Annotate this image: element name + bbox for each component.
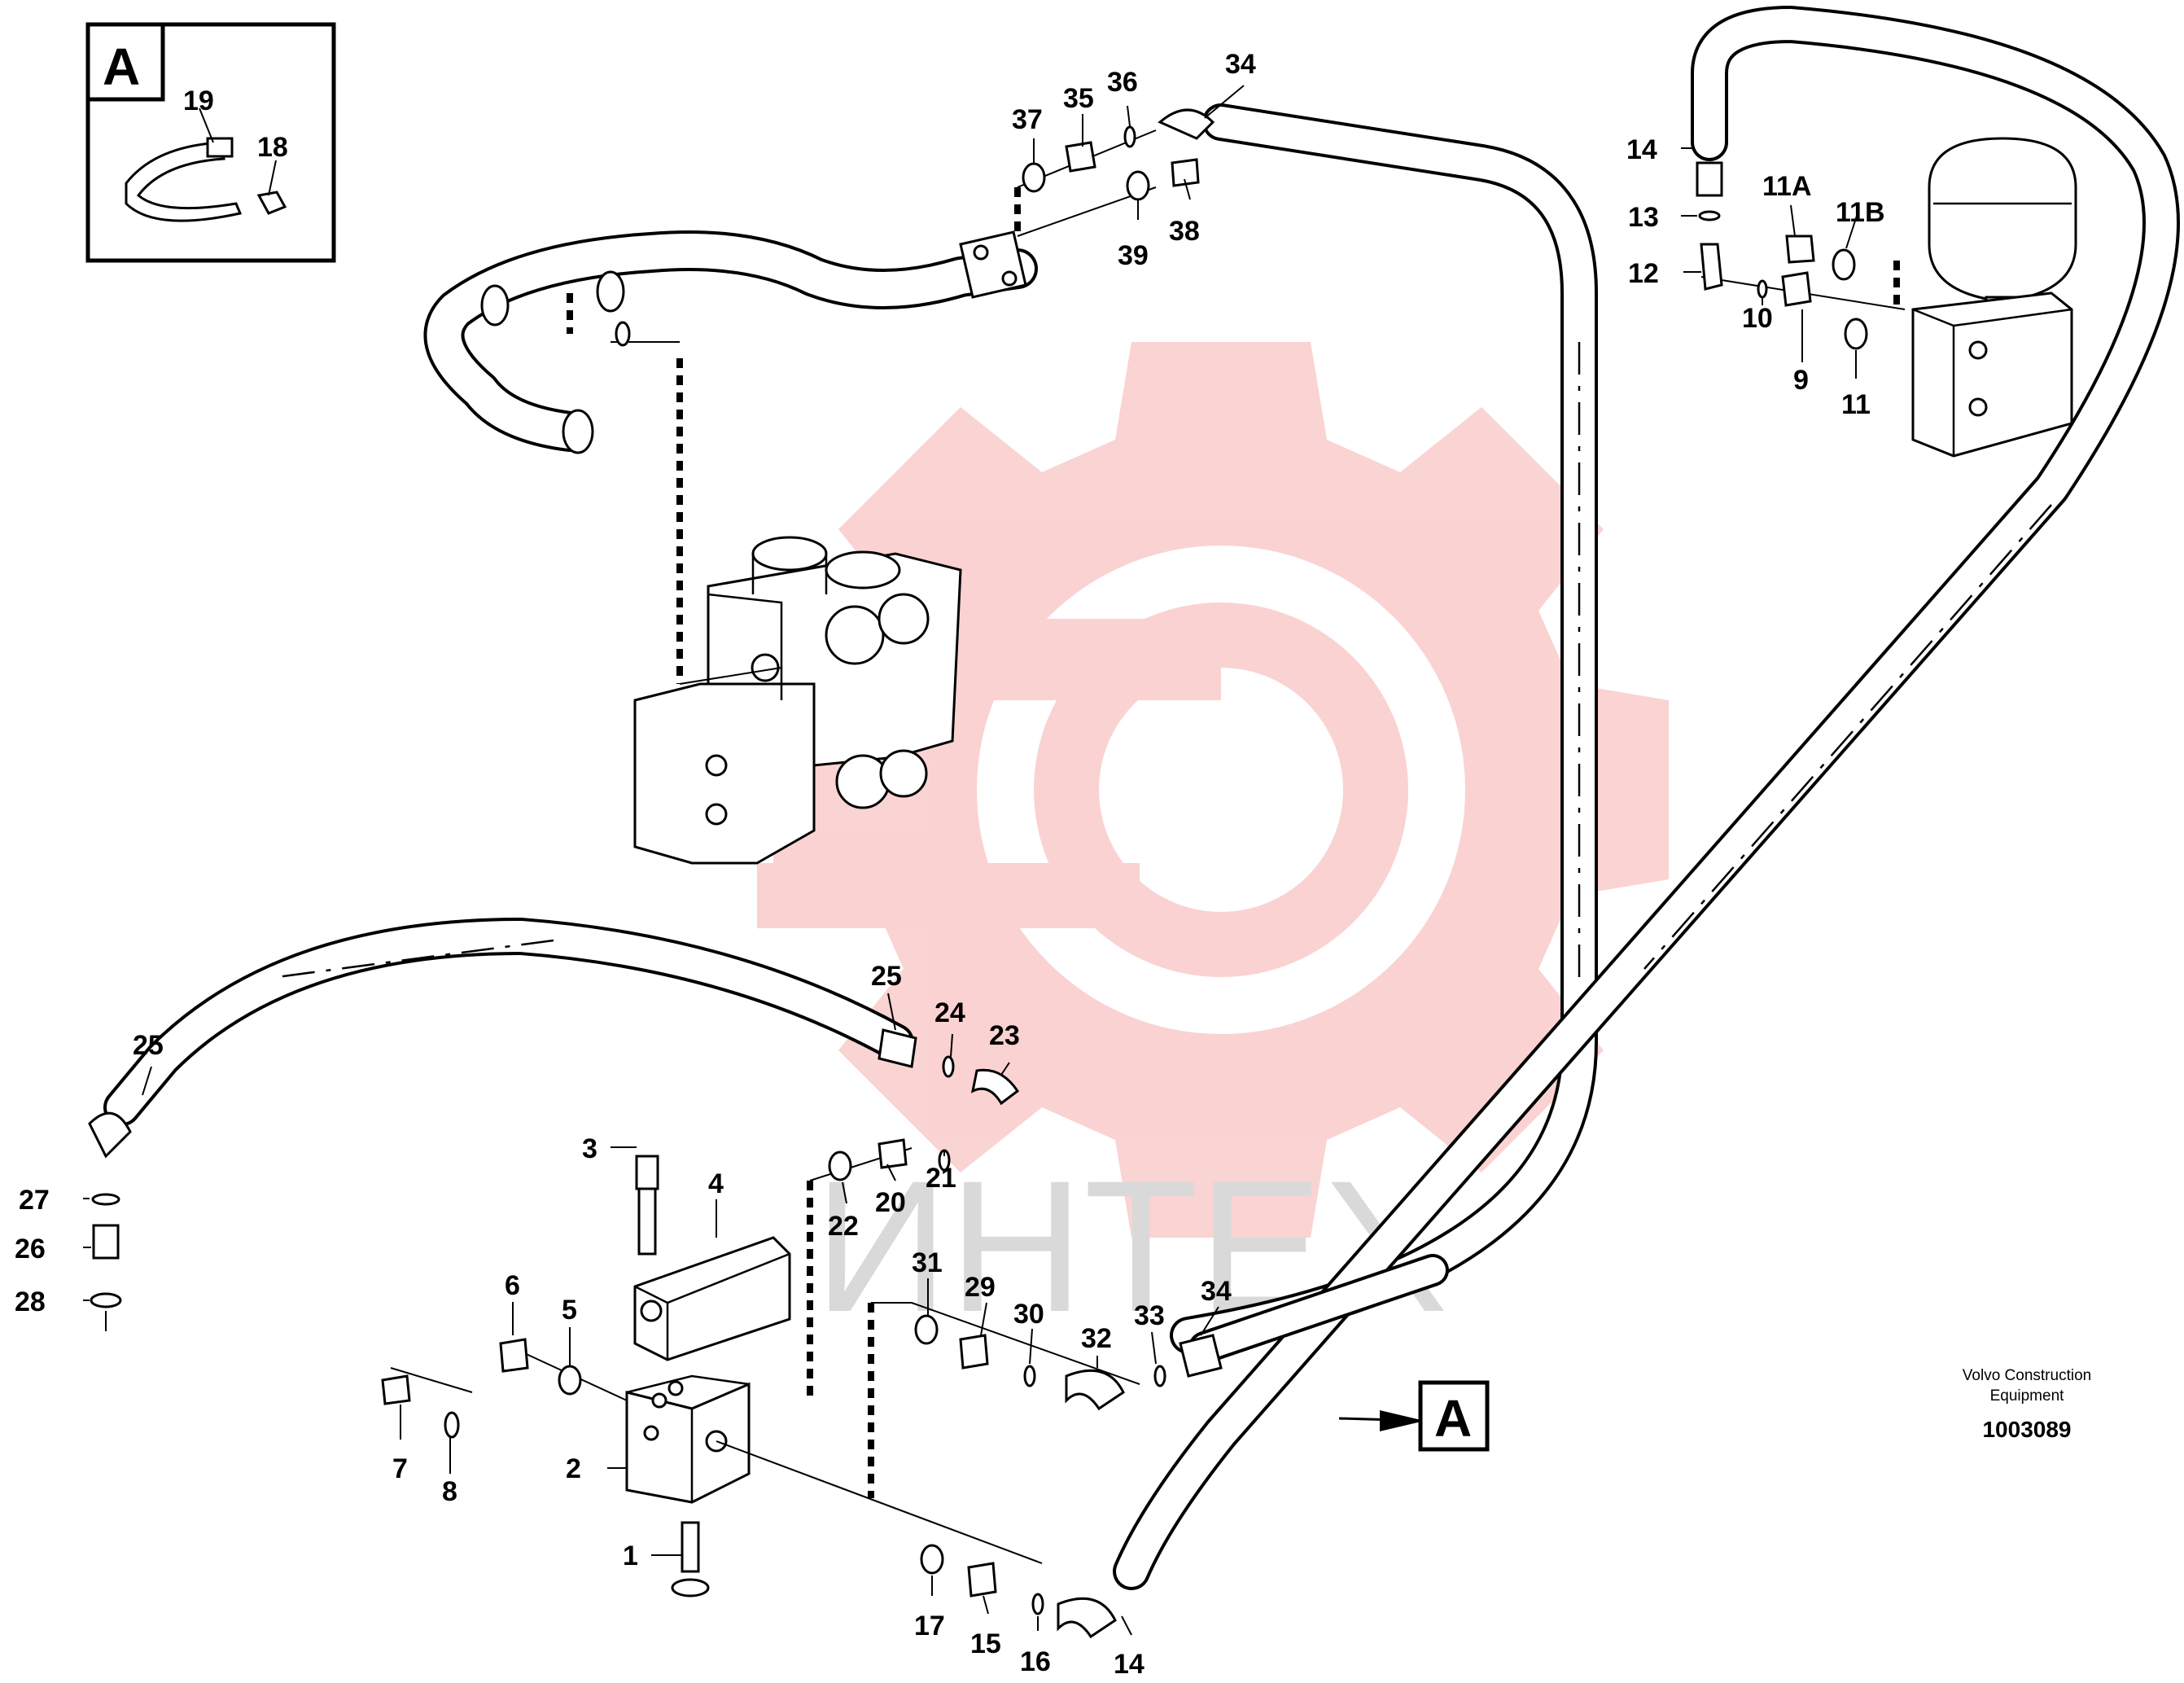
callout-39: 39 — [1118, 240, 1149, 271]
callout-7: 7 — [392, 1453, 408, 1484]
hose-14-right — [1113, 6, 2180, 1590]
fittings — [88, 108, 1868, 1639]
document-id: 1003089 — [1982, 1417, 2071, 1442]
watermark-text: ИНТЕХ — [814, 1142, 1448, 1351]
reference-marker-letter: A — [1434, 1389, 1472, 1448]
callout-11B: 11B — [1836, 197, 1885, 228]
reference-marker: A — [1418, 1380, 1490, 1452]
callout-6: 6 — [505, 1270, 520, 1301]
callout-2: 2 — [566, 1453, 581, 1484]
callout-20: 20 — [875, 1187, 906, 1218]
callout-9: 9 — [1793, 365, 1809, 396]
callout-22: 22 — [828, 1211, 859, 1242]
caption-line1: Volvo Construction — [1963, 1367, 2091, 1384]
callout-13: 13 — [1628, 202, 1659, 233]
hose-25 — [103, 918, 914, 1126]
callout-19: 19 — [183, 85, 214, 116]
callout-27: 27 — [19, 1185, 50, 1216]
callout-25-right: 25 — [871, 961, 902, 992]
cable-tie — [125, 137, 243, 222]
bolt-1 — [671, 1521, 710, 1598]
hose-34-lower — [1188, 1254, 1449, 1364]
bolt-3 — [635, 1155, 659, 1256]
callout-10: 10 — [1742, 303, 1773, 334]
callout-32: 32 — [1081, 1323, 1112, 1354]
tie-clip — [256, 191, 287, 215]
callout-3: 3 — [582, 1133, 597, 1164]
inset-box: A — [85, 22, 336, 263]
callout-21: 21 — [926, 1163, 956, 1194]
reference-arrow — [1338, 1410, 1425, 1431]
callout-12: 12 — [1628, 258, 1659, 289]
callout-34-top: 34 — [1225, 49, 1256, 80]
caption-line2: Equipment — [1990, 1387, 2065, 1405]
callout-34-bottom: 34 — [1201, 1276, 1232, 1307]
callout-18: 18 — [257, 132, 288, 163]
callout-11: 11 — [1841, 389, 1871, 420]
connection-lines — [390, 129, 1906, 1564]
callout-leaders — [83, 85, 1858, 1636]
callout-26: 26 — [15, 1234, 46, 1264]
callout-17: 17 — [914, 1611, 945, 1641]
control-valve — [633, 536, 962, 865]
manifold-block — [625, 1374, 751, 1504]
callout-1: 1 — [623, 1541, 638, 1571]
callout-23: 23 — [989, 1020, 1020, 1051]
callout-31: 31 — [912, 1247, 943, 1278]
accumulator — [1911, 137, 2077, 458]
steel-pipe — [423, 230, 1038, 454]
callout-33: 33 — [1134, 1300, 1165, 1331]
callout-36: 36 — [1107, 67, 1138, 98]
callout-37: 37 — [1012, 104, 1043, 135]
callout-14-bottom: 14 — [1114, 1649, 1145, 1680]
callout-11A: 11A — [1762, 171, 1812, 202]
inset-box-letter: A — [103, 37, 140, 96]
callout-24: 24 — [934, 997, 965, 1028]
callout-25-left: 25 — [133, 1030, 164, 1061]
callout-16: 16 — [1020, 1646, 1051, 1677]
callout-35: 35 — [1063, 83, 1094, 114]
solenoid — [633, 1236, 791, 1361]
callout-14-top: 14 — [1626, 134, 1657, 165]
callout-29: 29 — [965, 1272, 996, 1303]
callout-5: 5 — [562, 1295, 577, 1326]
callout-38: 38 — [1169, 216, 1200, 247]
callout-4: 4 — [708, 1168, 724, 1199]
callout-8: 8 — [442, 1476, 457, 1507]
watermark-logo — [757, 342, 1669, 1238]
callout-28: 28 — [15, 1286, 46, 1317]
callout-30: 30 — [1013, 1299, 1044, 1330]
callouts: 19 18 37 35 36 34 39 38 14 13 12 11A 11B… — [15, 49, 1885, 1680]
caption: Volvo Construction Equipment 1003089 — [1963, 1367, 2091, 1442]
callout-15: 15 — [970, 1628, 1001, 1659]
